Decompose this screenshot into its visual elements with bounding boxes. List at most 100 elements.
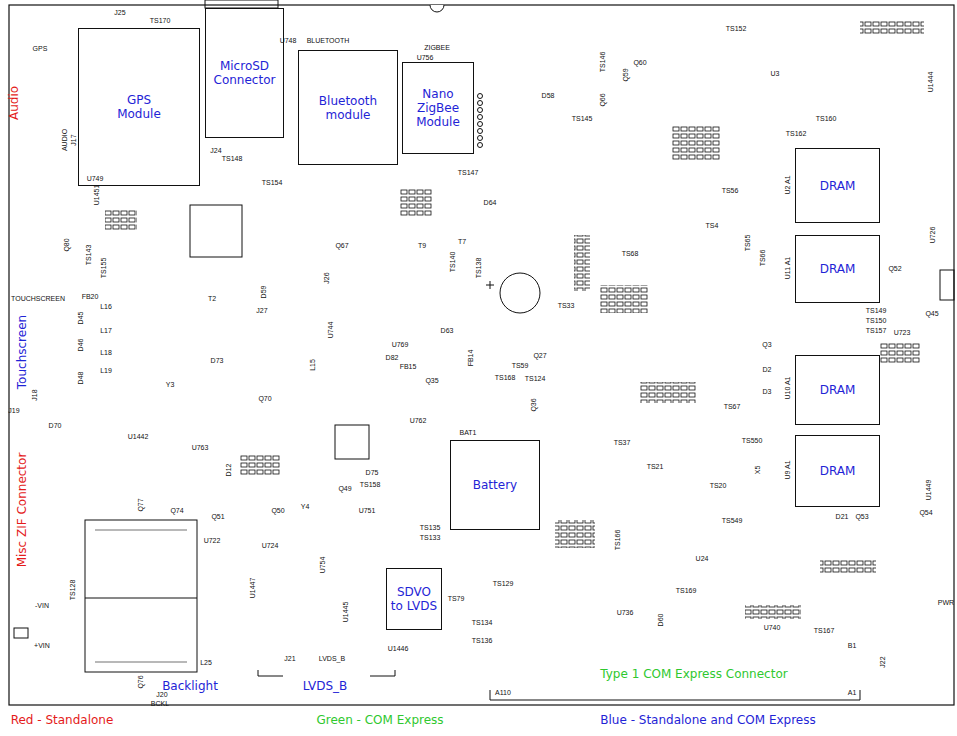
silkscreen-label: D75 (366, 469, 379, 476)
silkscreen-label: BAT1 (460, 429, 477, 436)
silkscreen-label: D48 (77, 372, 84, 385)
silkscreen-label: Q3 (762, 341, 771, 348)
edge-connector (940, 270, 954, 300)
silkscreen-label: J24 (210, 147, 221, 154)
silkscreen-label: L19 (100, 367, 112, 374)
coin-cell (500, 273, 540, 313)
silkscreen-label: U751 (359, 507, 376, 514)
silkscreen-label: L18 (100, 349, 112, 356)
silkscreen-label: TS162 (786, 130, 807, 137)
silkscreen-label: TS56 (722, 187, 739, 194)
silkscreen-label: TS150 (866, 317, 887, 324)
module-name: DRAM (820, 383, 856, 397)
pad-array (880, 342, 920, 363)
dram-chip: DRAM (795, 148, 880, 223)
region-label: Audio (8, 86, 20, 120)
silkscreen-label: BCKL (151, 700, 169, 707)
silkscreen-label: LVDS_B (319, 655, 345, 662)
pad-array (105, 210, 137, 231)
module-name: DRAM (820, 179, 856, 193)
silkscreen-label: D73 (211, 357, 224, 364)
silkscreen-label: Q77 (137, 498, 144, 511)
silkscreen-label: TS66 (759, 250, 766, 267)
silkscreen-label: Q60 (633, 59, 646, 66)
silkscreen-label: U762 (410, 417, 427, 424)
silkscreen-label: J21 (284, 655, 295, 662)
module-outline: GPS Module (78, 28, 200, 186)
module-name: Nano ZigBee Module (406, 87, 470, 129)
silkscreen-label: T9 (418, 242, 426, 249)
silkscreen-label: D21 (836, 513, 849, 520)
silkscreen-label: Y3 (166, 381, 175, 388)
converter-box: SDVO to LVDS (386, 568, 442, 630)
silkscreen-label: Q36 (530, 398, 537, 411)
silkscreen-label: BLUETOOTH (307, 37, 350, 44)
silkscreen-label: +VIN (34, 642, 50, 649)
pad-array (240, 455, 280, 476)
silkscreen-label: GPS (33, 45, 48, 52)
silkscreen-label: PWR (938, 599, 954, 606)
silkscreen-label: Q51 (211, 513, 224, 520)
silkscreen-label: Q27 (533, 352, 546, 359)
silkscreen-label: TS143 (85, 245, 92, 266)
silkscreen-label: TOUCHSCREEN (11, 295, 65, 302)
silkscreen-label: U1451 (93, 185, 100, 206)
silkscreen-label: U726 (929, 227, 936, 244)
silkscreen-label: D58 (542, 92, 555, 99)
silkscreen-label: TS149 (866, 307, 887, 314)
silkscreen-label: TS67 (724, 403, 741, 410)
silkscreen-label: TS167 (814, 627, 835, 634)
silkscreen-label: TS136 (472, 637, 493, 644)
module-name: GPS Module (109, 93, 169, 121)
silkscreen-label: U3 (771, 70, 780, 77)
pad-array (745, 605, 801, 619)
pad-array (555, 520, 595, 548)
silkscreen-label: T2 (208, 295, 216, 302)
silkscreen-label: TS154 (262, 179, 283, 186)
region-label: Type 1 COM Express Connector (600, 668, 787, 680)
module-name: Battery (473, 478, 517, 492)
lvds-bracket (370, 670, 395, 676)
silkscreen-label: L15 (309, 359, 316, 371)
silkscreen-label: Q70 (258, 395, 271, 402)
silkscreen-label: TS129 (493, 580, 514, 587)
silkscreen-label: TS20 (710, 482, 727, 489)
silkscreen-label: U724 (262, 542, 279, 549)
silkscreen-label: TS124 (525, 375, 546, 382)
silkscreen-label: J19 (8, 407, 19, 414)
silkscreen-label: FB15 (400, 363, 417, 370)
silkscreen-label: D3 (763, 388, 772, 395)
silkscreen-label: Q49 (338, 485, 351, 492)
silkscreen-label: TS152 (726, 25, 747, 32)
module-outline: Bluetooth module (298, 50, 398, 165)
silkscreen-label: U723 (894, 329, 911, 336)
silkscreen-label: D64 (484, 199, 497, 206)
silkscreen-label: AUDIO (61, 129, 68, 151)
zigbee-notch (430, 5, 444, 12)
silkscreen-label: D70 (49, 422, 62, 429)
module-name: DRAM (820, 262, 856, 276)
silkscreen-label: U763 (192, 444, 209, 451)
silkscreen-label: U24 (696, 555, 709, 562)
silkscreen-label: TS166 (614, 530, 621, 551)
silkscreen-label: TS59 (512, 362, 529, 369)
silkscreen-label: Q52 (888, 265, 901, 272)
silkscreen-label: U749 (87, 175, 104, 182)
silkscreen-label: FB14 (467, 350, 474, 367)
silkscreen-label: TS158 (360, 481, 381, 488)
silkscreen-label: TS21 (647, 463, 664, 470)
silkscreen-label: TS155 (100, 258, 107, 279)
chip (335, 425, 369, 459)
silkscreen-label: U1449 (925, 480, 932, 501)
silkscreen-label: U722 (204, 537, 221, 544)
chip (190, 205, 242, 257)
silkscreen-label: U1442 (128, 433, 149, 440)
legend-entry: Blue - Standalone and COM Express (600, 714, 815, 726)
module-name: Bluetooth module (303, 94, 393, 122)
silkscreen-label: U754 (319, 557, 326, 574)
pad-array (574, 235, 590, 291)
silkscreen-label: TS549 (722, 517, 743, 524)
silkscreen-label: TS33 (558, 302, 575, 309)
region-label: LVDS_B (303, 680, 348, 692)
silkscreen-label: J17 (70, 134, 77, 145)
